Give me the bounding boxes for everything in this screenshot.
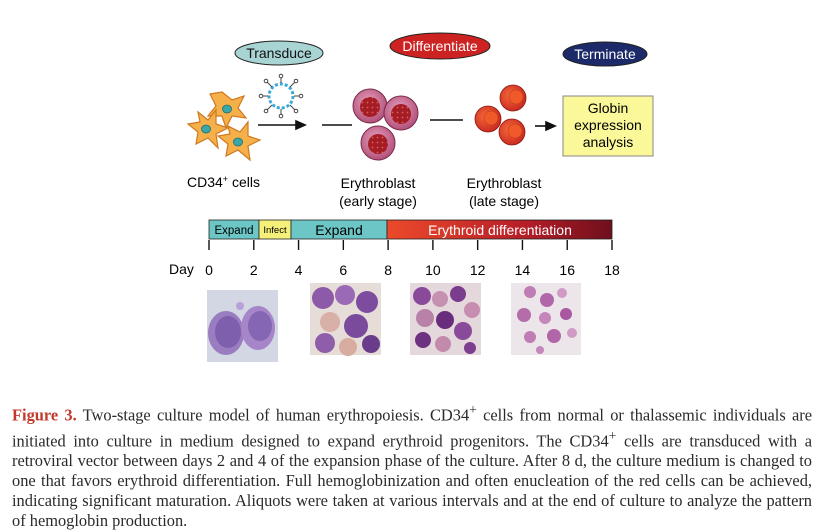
caption-text-2: cells from normal or thalassemic individ…	[12, 405, 813, 451]
globin-line-2: expression	[574, 117, 642, 133]
early-label-2: (early stage)	[339, 193, 417, 209]
transduce-bubble: Transduce	[234, 40, 324, 66]
globin-line-1: Globin	[588, 100, 628, 116]
tick-label-0: 0	[205, 262, 213, 278]
caption-text-1: Two-stage culture model of human erythro…	[76, 405, 470, 425]
cd34-cells-label: CD34+ cells	[187, 174, 260, 190]
tick-label-6: 6	[339, 262, 347, 278]
late-label-2: (late stage)	[469, 193, 539, 209]
differentiate-label: Differentiate	[402, 38, 477, 54]
micrograph-day-10	[410, 283, 481, 355]
tick-label-4: 4	[295, 262, 303, 278]
tick-label-12: 12	[470, 262, 486, 278]
caption-sup-2: +	[608, 427, 617, 443]
tick-label-14: 14	[515, 262, 531, 278]
terminate-bubble: Terminate	[562, 41, 648, 67]
micrograph-day-14	[511, 283, 581, 355]
phase-expand: Expand	[315, 222, 362, 238]
globin-analysis-box: Globin expression analysis	[562, 95, 654, 157]
arrow-transduce	[258, 119, 307, 131]
caption-label: Figure 3.	[12, 405, 77, 425]
transduce-label: Transduce	[246, 45, 312, 61]
tick-label-8: 8	[384, 262, 392, 278]
tick-label-2: 2	[250, 262, 258, 278]
differentiate-bubble: Differentiate	[389, 32, 491, 60]
arrow-terminate	[535, 120, 557, 132]
late-erythroblast-icon	[474, 84, 527, 146]
tick-label-16: 16	[559, 262, 575, 278]
micrograph-day-6	[310, 283, 381, 356]
retrovirus-icon	[258, 73, 304, 119]
caption-sup-1: +	[469, 402, 477, 418]
cd34-cells-icon	[186, 91, 262, 162]
phase-infect: Infect	[263, 225, 287, 236]
terminate-label: Terminate	[574, 46, 636, 62]
late-label-1: Erythroblast	[467, 175, 542, 191]
day-label: Day	[169, 261, 194, 277]
micrograph-day-1	[207, 290, 278, 362]
tick-label-18: 18	[604, 262, 620, 278]
cd34-nuclei	[201, 104, 243, 147]
phase-expand-short: Expand	[214, 225, 253, 237]
early-erythroblast-icon	[352, 88, 419, 161]
caption-text-3: cells are transduced with a retroviral v…	[12, 431, 812, 531]
globin-line-3: analysis	[583, 134, 634, 150]
timeline-bar: Expand Infect Expand Erythroid different…	[208, 219, 613, 240]
early-label-1: Erythroblast	[341, 175, 416, 191]
tick-label-10: 10	[425, 262, 441, 278]
phase-erythroid: Erythroid differentiation	[428, 222, 572, 238]
figure-caption: Figure 3. Two-stage culture model of hum…	[12, 400, 812, 531]
timeline-ticks: 0 2 4 6 8 10 12 14 16 18	[205, 240, 620, 278]
